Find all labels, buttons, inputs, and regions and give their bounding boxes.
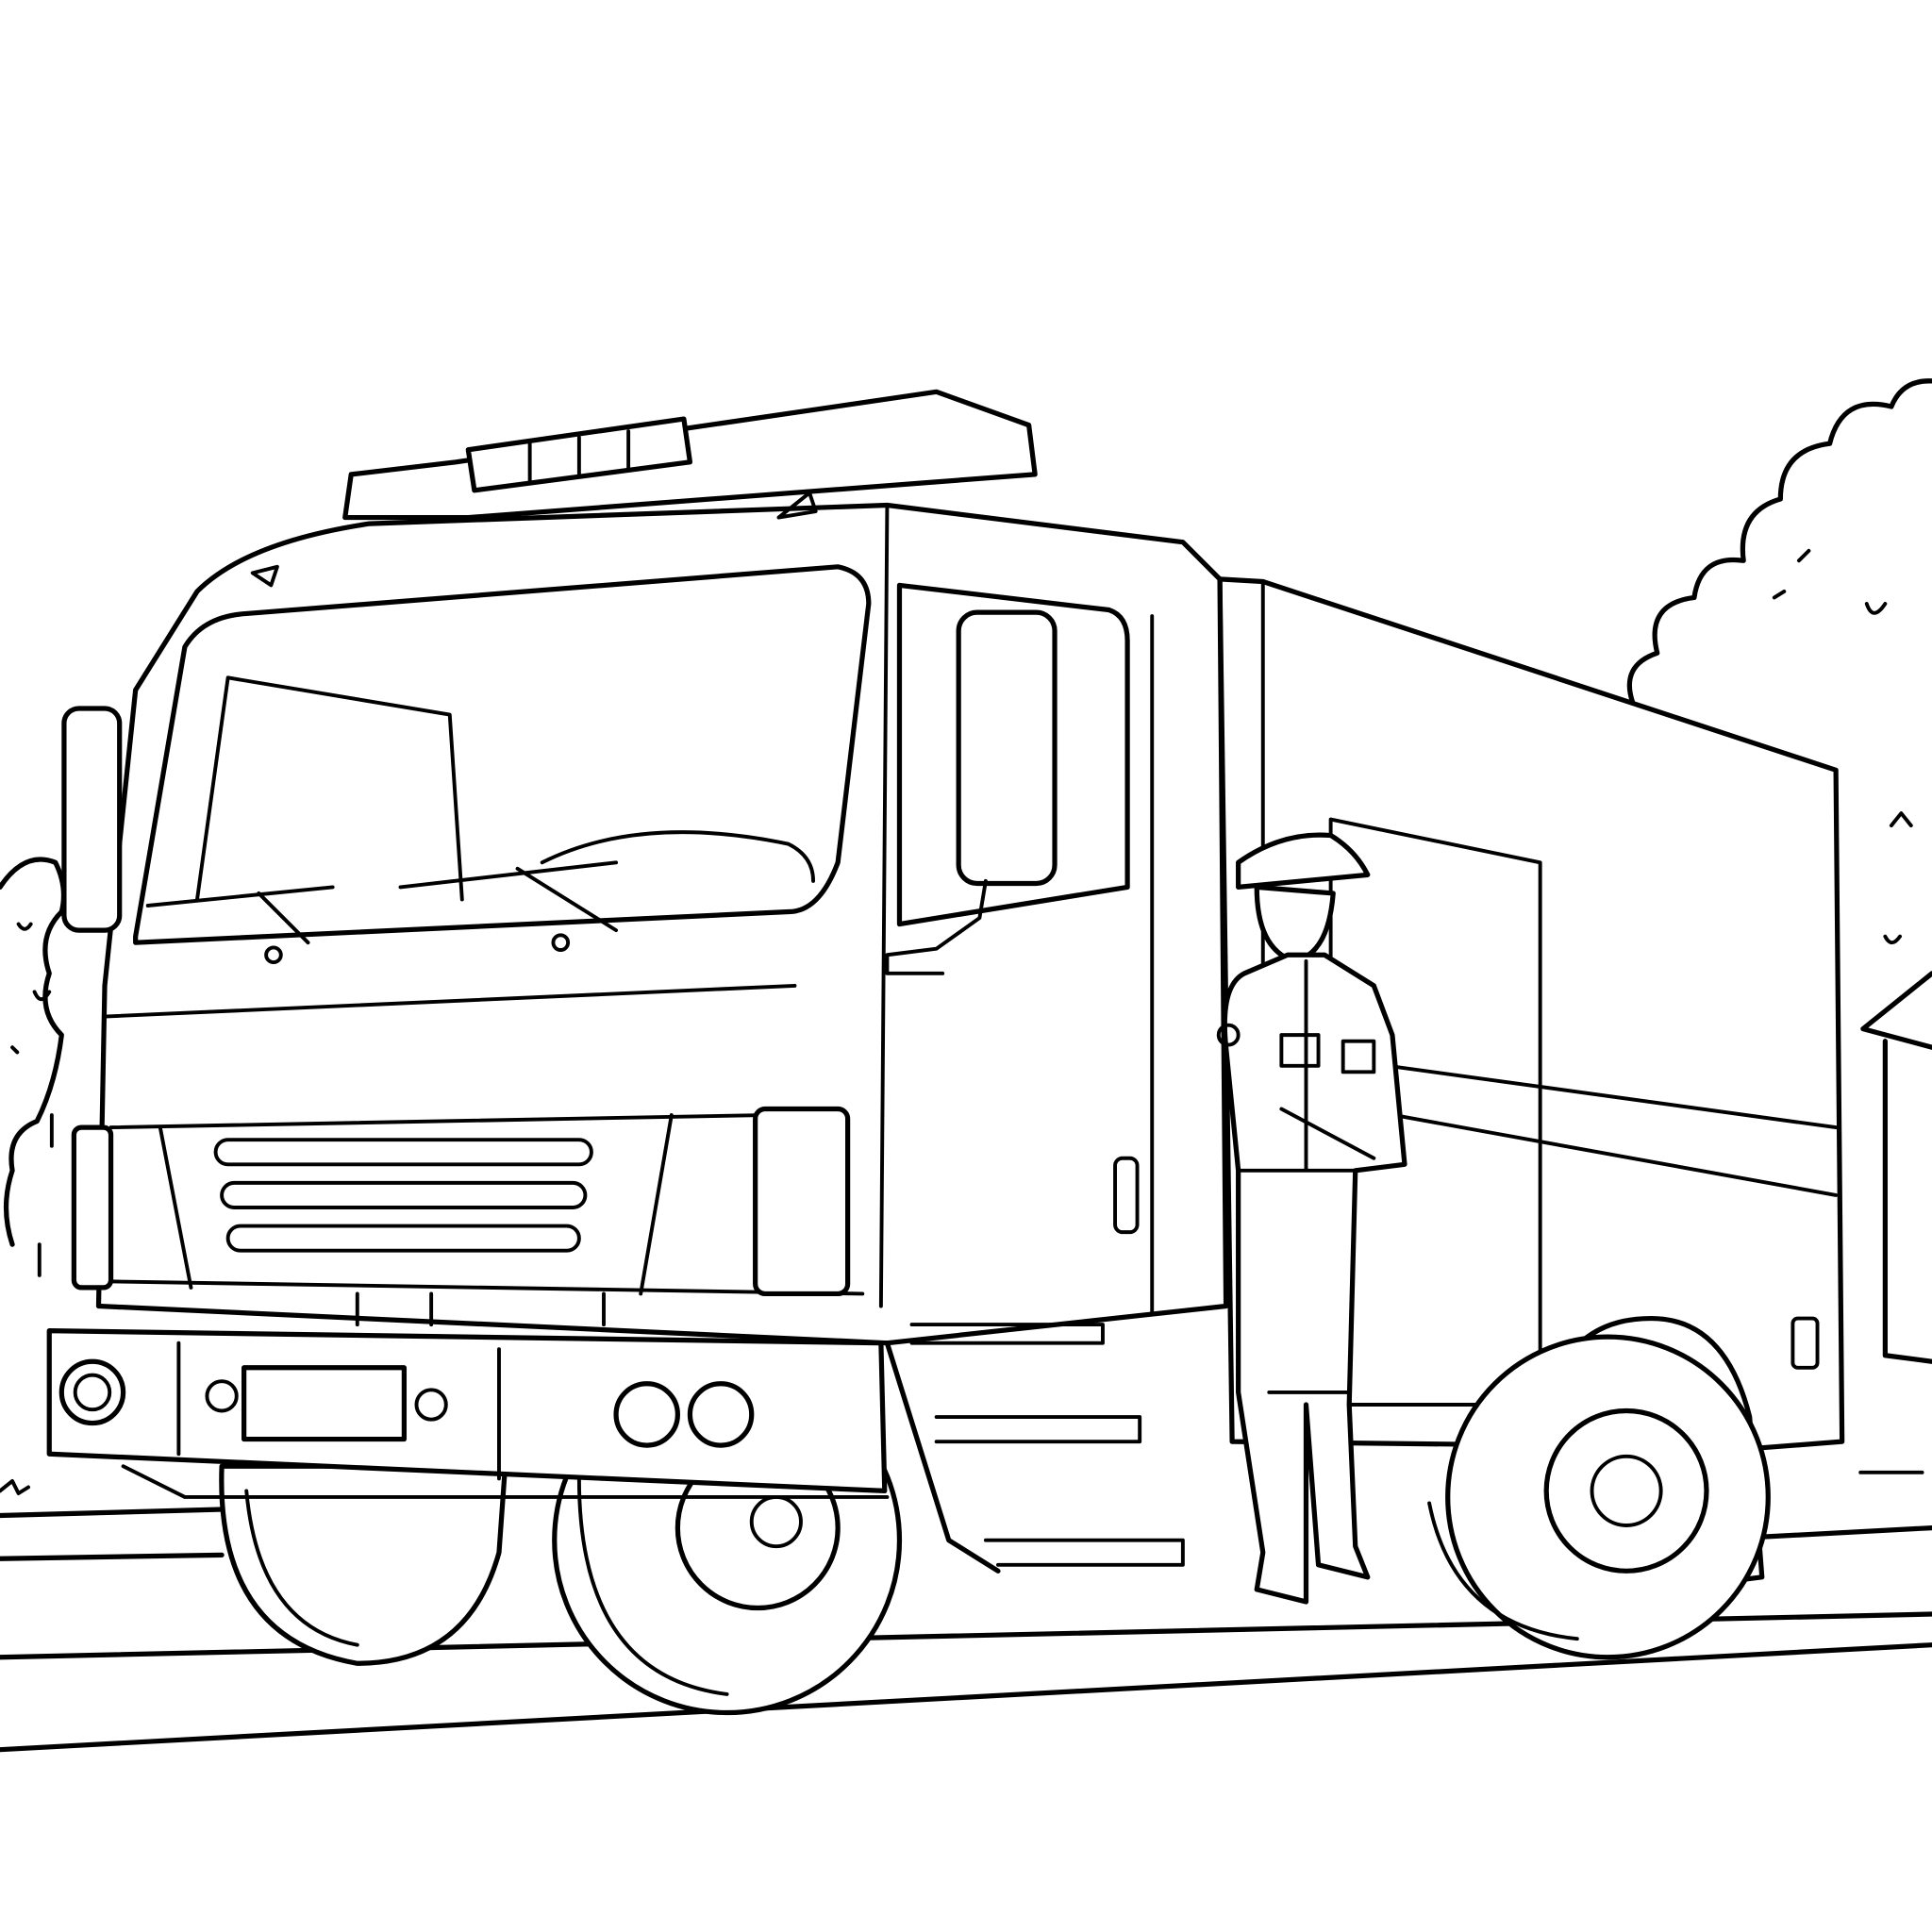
truck-cab <box>61 389 1229 1346</box>
front-left-wheel <box>219 1463 508 1666</box>
bush-left <box>0 857 67 1277</box>
uniformed-officer <box>1216 832 1407 1605</box>
tree-right <box>1626 378 1932 945</box>
front-bumper <box>46 1291 890 1499</box>
house-right <box>1860 971 1932 1364</box>
steps <box>884 1323 1185 1574</box>
road <box>0 1470 1932 1753</box>
rear-wheel <box>1427 1315 1771 1660</box>
